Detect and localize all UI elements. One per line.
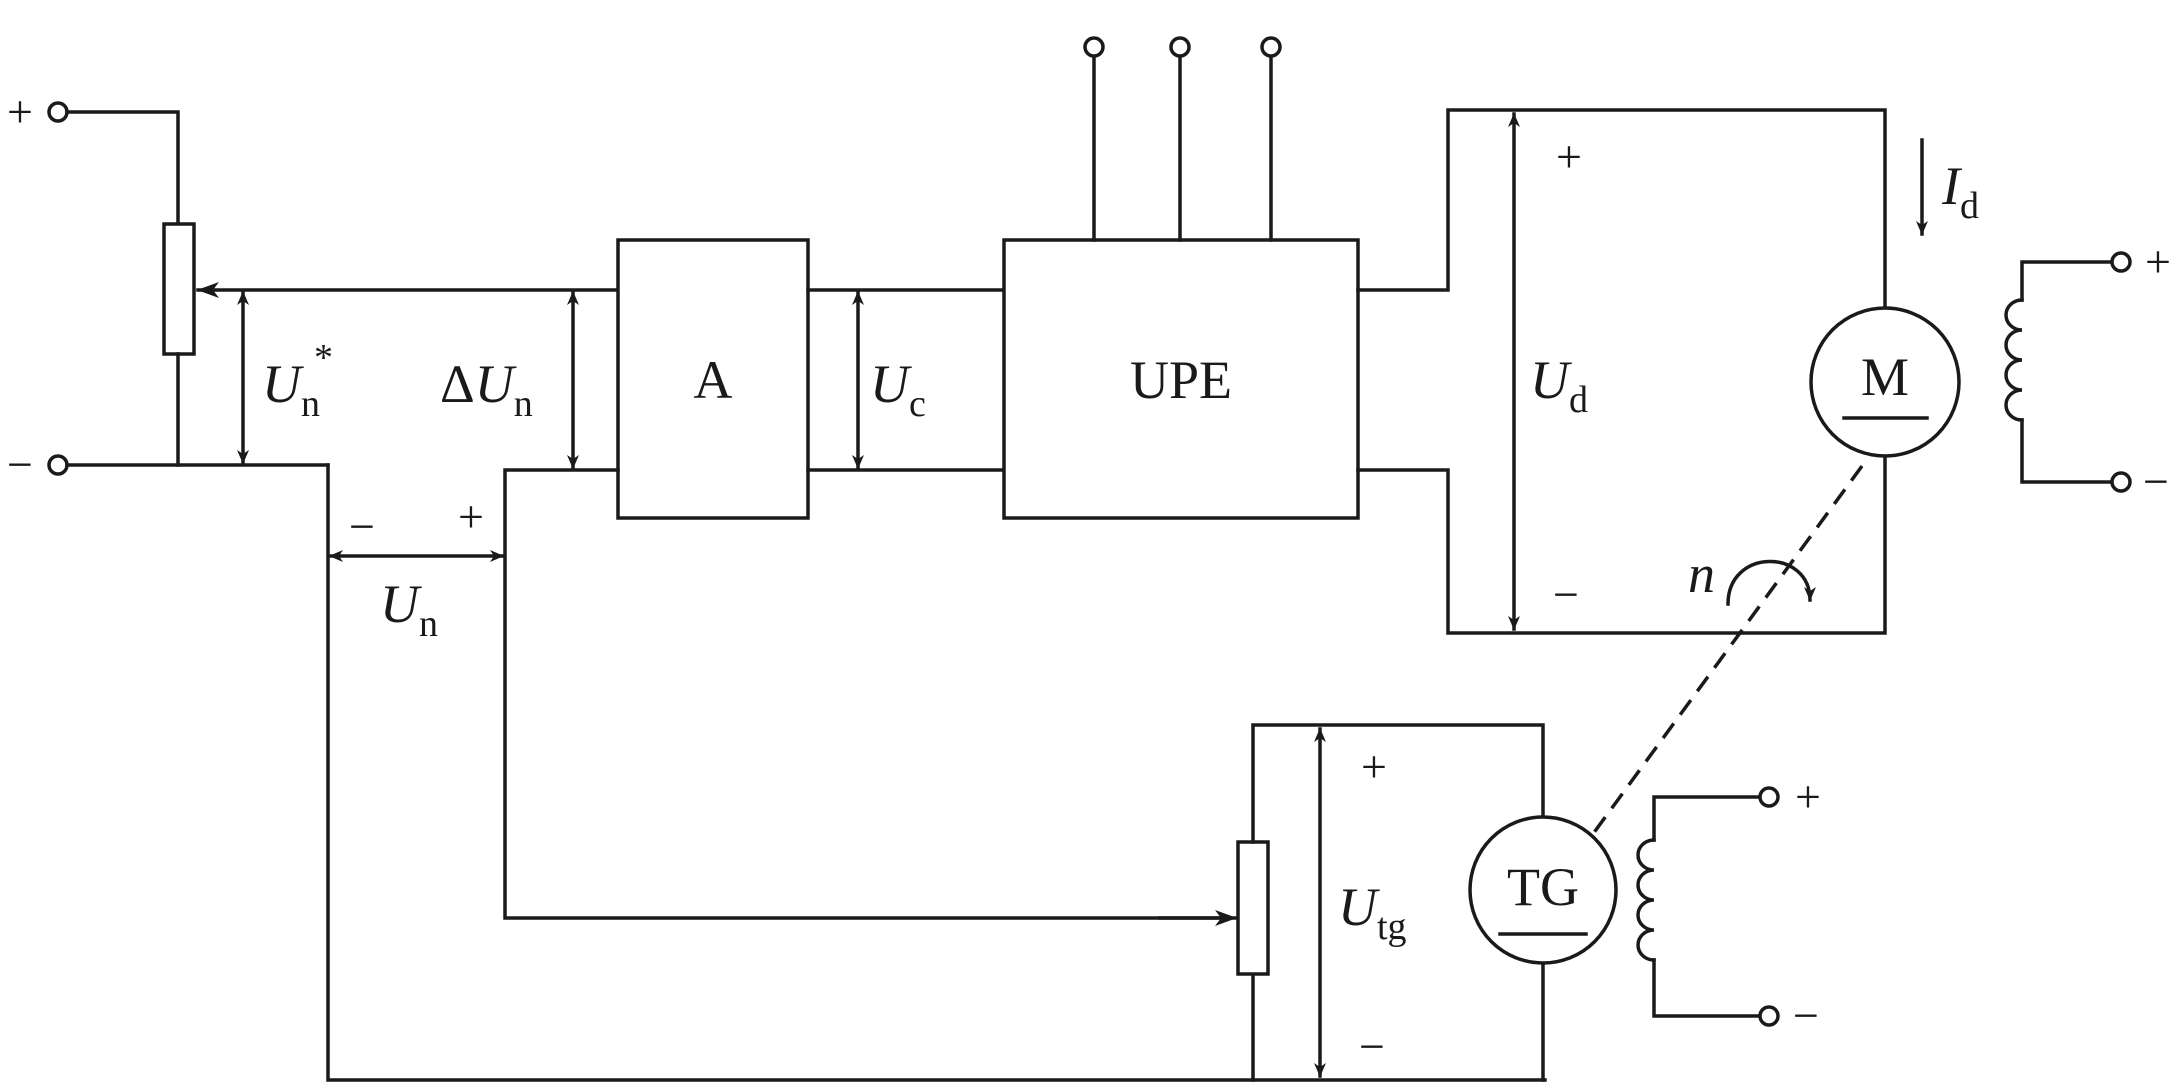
ref-plus-terminal — [47, 101, 69, 123]
tacho-potentiometer — [1236, 840, 1270, 976]
tg-field-plus-sign: + — [1795, 771, 1821, 822]
motor-field-minus-sign: − — [2143, 456, 2169, 507]
ref-top-wire — [65, 110, 180, 226]
upe-section: UPE ~ — [1002, 0, 1360, 520]
rotation-arrow — [1726, 559, 1816, 606]
feedback-plus-sign: + — [458, 491, 484, 542]
motor-field-minus-terminal — [2110, 471, 2132, 493]
ac-supply-symbol: ~ — [1164, 0, 1196, 27]
ref-plus-sign: + — [7, 86, 33, 137]
tacho-minus-sign: − — [1359, 1021, 1385, 1072]
feedback-upper-wire — [503, 468, 1222, 920]
ac-terminal-3 — [1260, 36, 1282, 58]
mechanical-coupling-line — [1588, 464, 1864, 840]
reference-input: + − Un * — [7, 86, 620, 490]
motor-field-bottom-wire — [2020, 418, 2114, 484]
amplifier-block — [616, 238, 810, 520]
tg-field-minus-sign: − — [1793, 990, 1819, 1041]
speed-label: n — [1688, 544, 1715, 604]
amplifier-label: A — [694, 350, 733, 410]
armature-top-wire — [1356, 108, 1887, 310]
armature-current-label: Id — [1941, 156, 1979, 227]
tg-field-minus-terminal — [1758, 1005, 1780, 1027]
tg-field-bottom-wire — [1652, 958, 1762, 1018]
tg-field-winding — [1636, 838, 1656, 962]
error-voltage-label: ΔUn — [440, 354, 533, 425]
motor-field-plus-sign: + — [2145, 236, 2171, 287]
tacho-plus-sign: + — [1361, 741, 1387, 792]
armature-bottom-wire — [1356, 454, 1887, 635]
feedback-section: − + Un — [326, 463, 1547, 1082]
tacho-voltage-label: Utg — [1338, 877, 1407, 948]
armature-plus-sign: + — [1556, 131, 1582, 182]
ac-terminal-2 — [1169, 36, 1191, 58]
motor-field-top-wire — [2020, 260, 2114, 302]
feedback-voltage-label: Un — [380, 574, 438, 645]
control-voltage-label: Uc — [870, 354, 926, 425]
tg-field-plus-terminal — [1758, 786, 1780, 808]
armature-section: + − Ud Id M + − n — [1356, 108, 2171, 635]
armature-minus-sign: − — [1553, 569, 1579, 620]
reference-potentiometer — [162, 222, 196, 356]
motor-field-plus-terminal — [2110, 251, 2132, 273]
upe-block — [1002, 238, 1360, 520]
feedback-lower-wire — [326, 463, 1547, 1082]
ac-terminal-1 — [1083, 36, 1105, 58]
tachogenerator-circle — [1468, 815, 1618, 965]
armature-voltage-label: Ud — [1530, 350, 1588, 421]
reference-voltage-label: Un — [262, 354, 320, 425]
amplifier-section: ΔUn A Uc — [440, 238, 1006, 520]
ref-minus-sign: − — [7, 439, 33, 490]
tacho-top-wire — [1251, 723, 1545, 844]
motor-field-winding — [2004, 298, 2024, 422]
reference-voltage-star: * — [314, 337, 333, 379]
feedback-minus-sign: − — [349, 501, 375, 552]
tachogenerator-label: TG — [1507, 857, 1579, 917]
motor-label: M — [1861, 347, 1909, 407]
tacho-section: + − Utg TG + − — [1236, 723, 1821, 1082]
upe-label: UPE — [1130, 350, 1232, 410]
ref-minus-terminal — [47, 454, 69, 476]
tg-field-top-wire — [1652, 795, 1762, 842]
